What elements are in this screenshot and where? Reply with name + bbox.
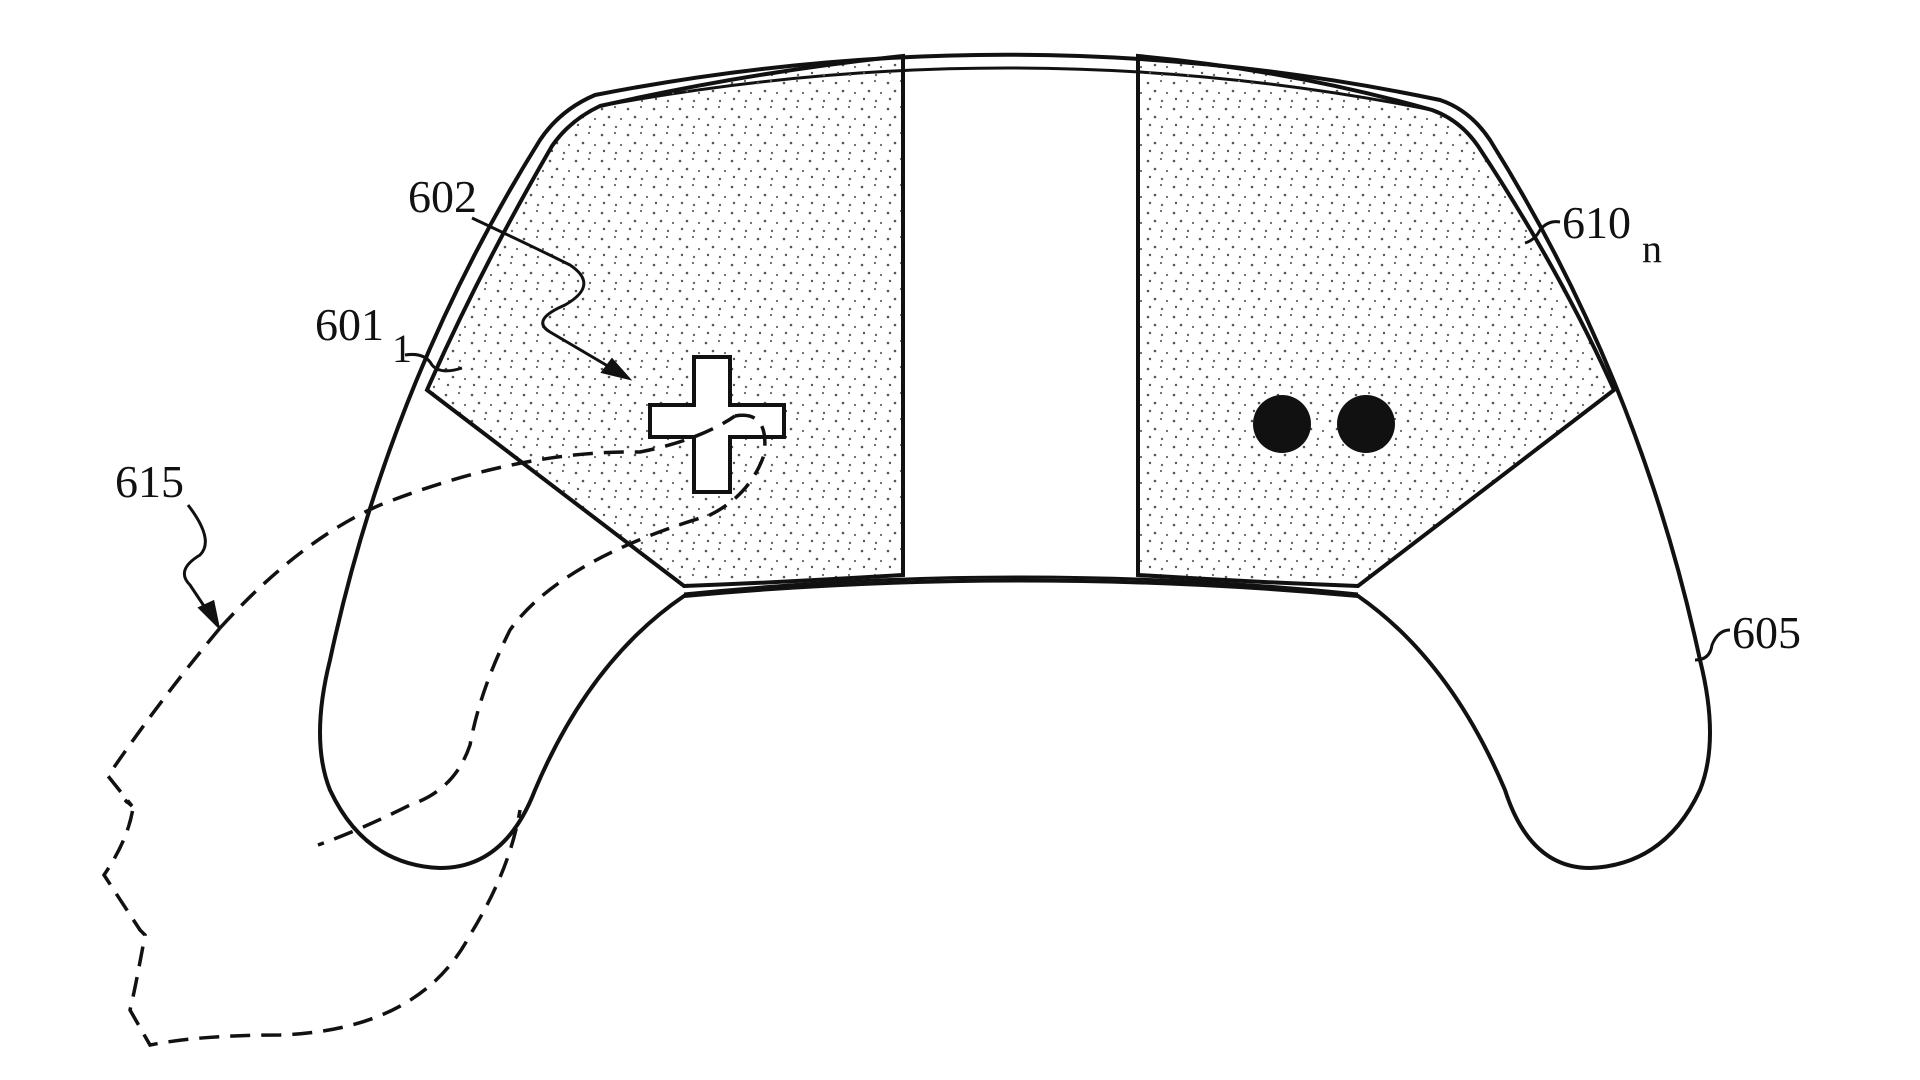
button-1[interactable] bbox=[1253, 395, 1311, 453]
label-610: 610 bbox=[1562, 197, 1631, 248]
label-615: 615 bbox=[115, 456, 184, 507]
dpad[interactable] bbox=[648, 355, 786, 494]
label-610-sub: n bbox=[1642, 226, 1662, 271]
tie-610 bbox=[1524, 220, 1561, 245]
right-touch-region bbox=[1136, 53, 1617, 589]
controller-bridge-edge bbox=[683, 575, 1359, 596]
hand-outline bbox=[101, 413, 767, 1047]
leader-602 bbox=[471, 216, 633, 381]
label-602: 602 bbox=[408, 171, 477, 222]
label-601: 601 bbox=[315, 299, 384, 350]
label-605: 605 bbox=[1732, 607, 1801, 658]
tie-601 bbox=[404, 353, 463, 373]
label-601-sub: 1 bbox=[392, 326, 412, 371]
leader-615 bbox=[182, 504, 221, 631]
tie-605 bbox=[1694, 628, 1731, 662]
left-touch-region bbox=[424, 53, 905, 589]
button-2[interactable] bbox=[1337, 395, 1395, 453]
